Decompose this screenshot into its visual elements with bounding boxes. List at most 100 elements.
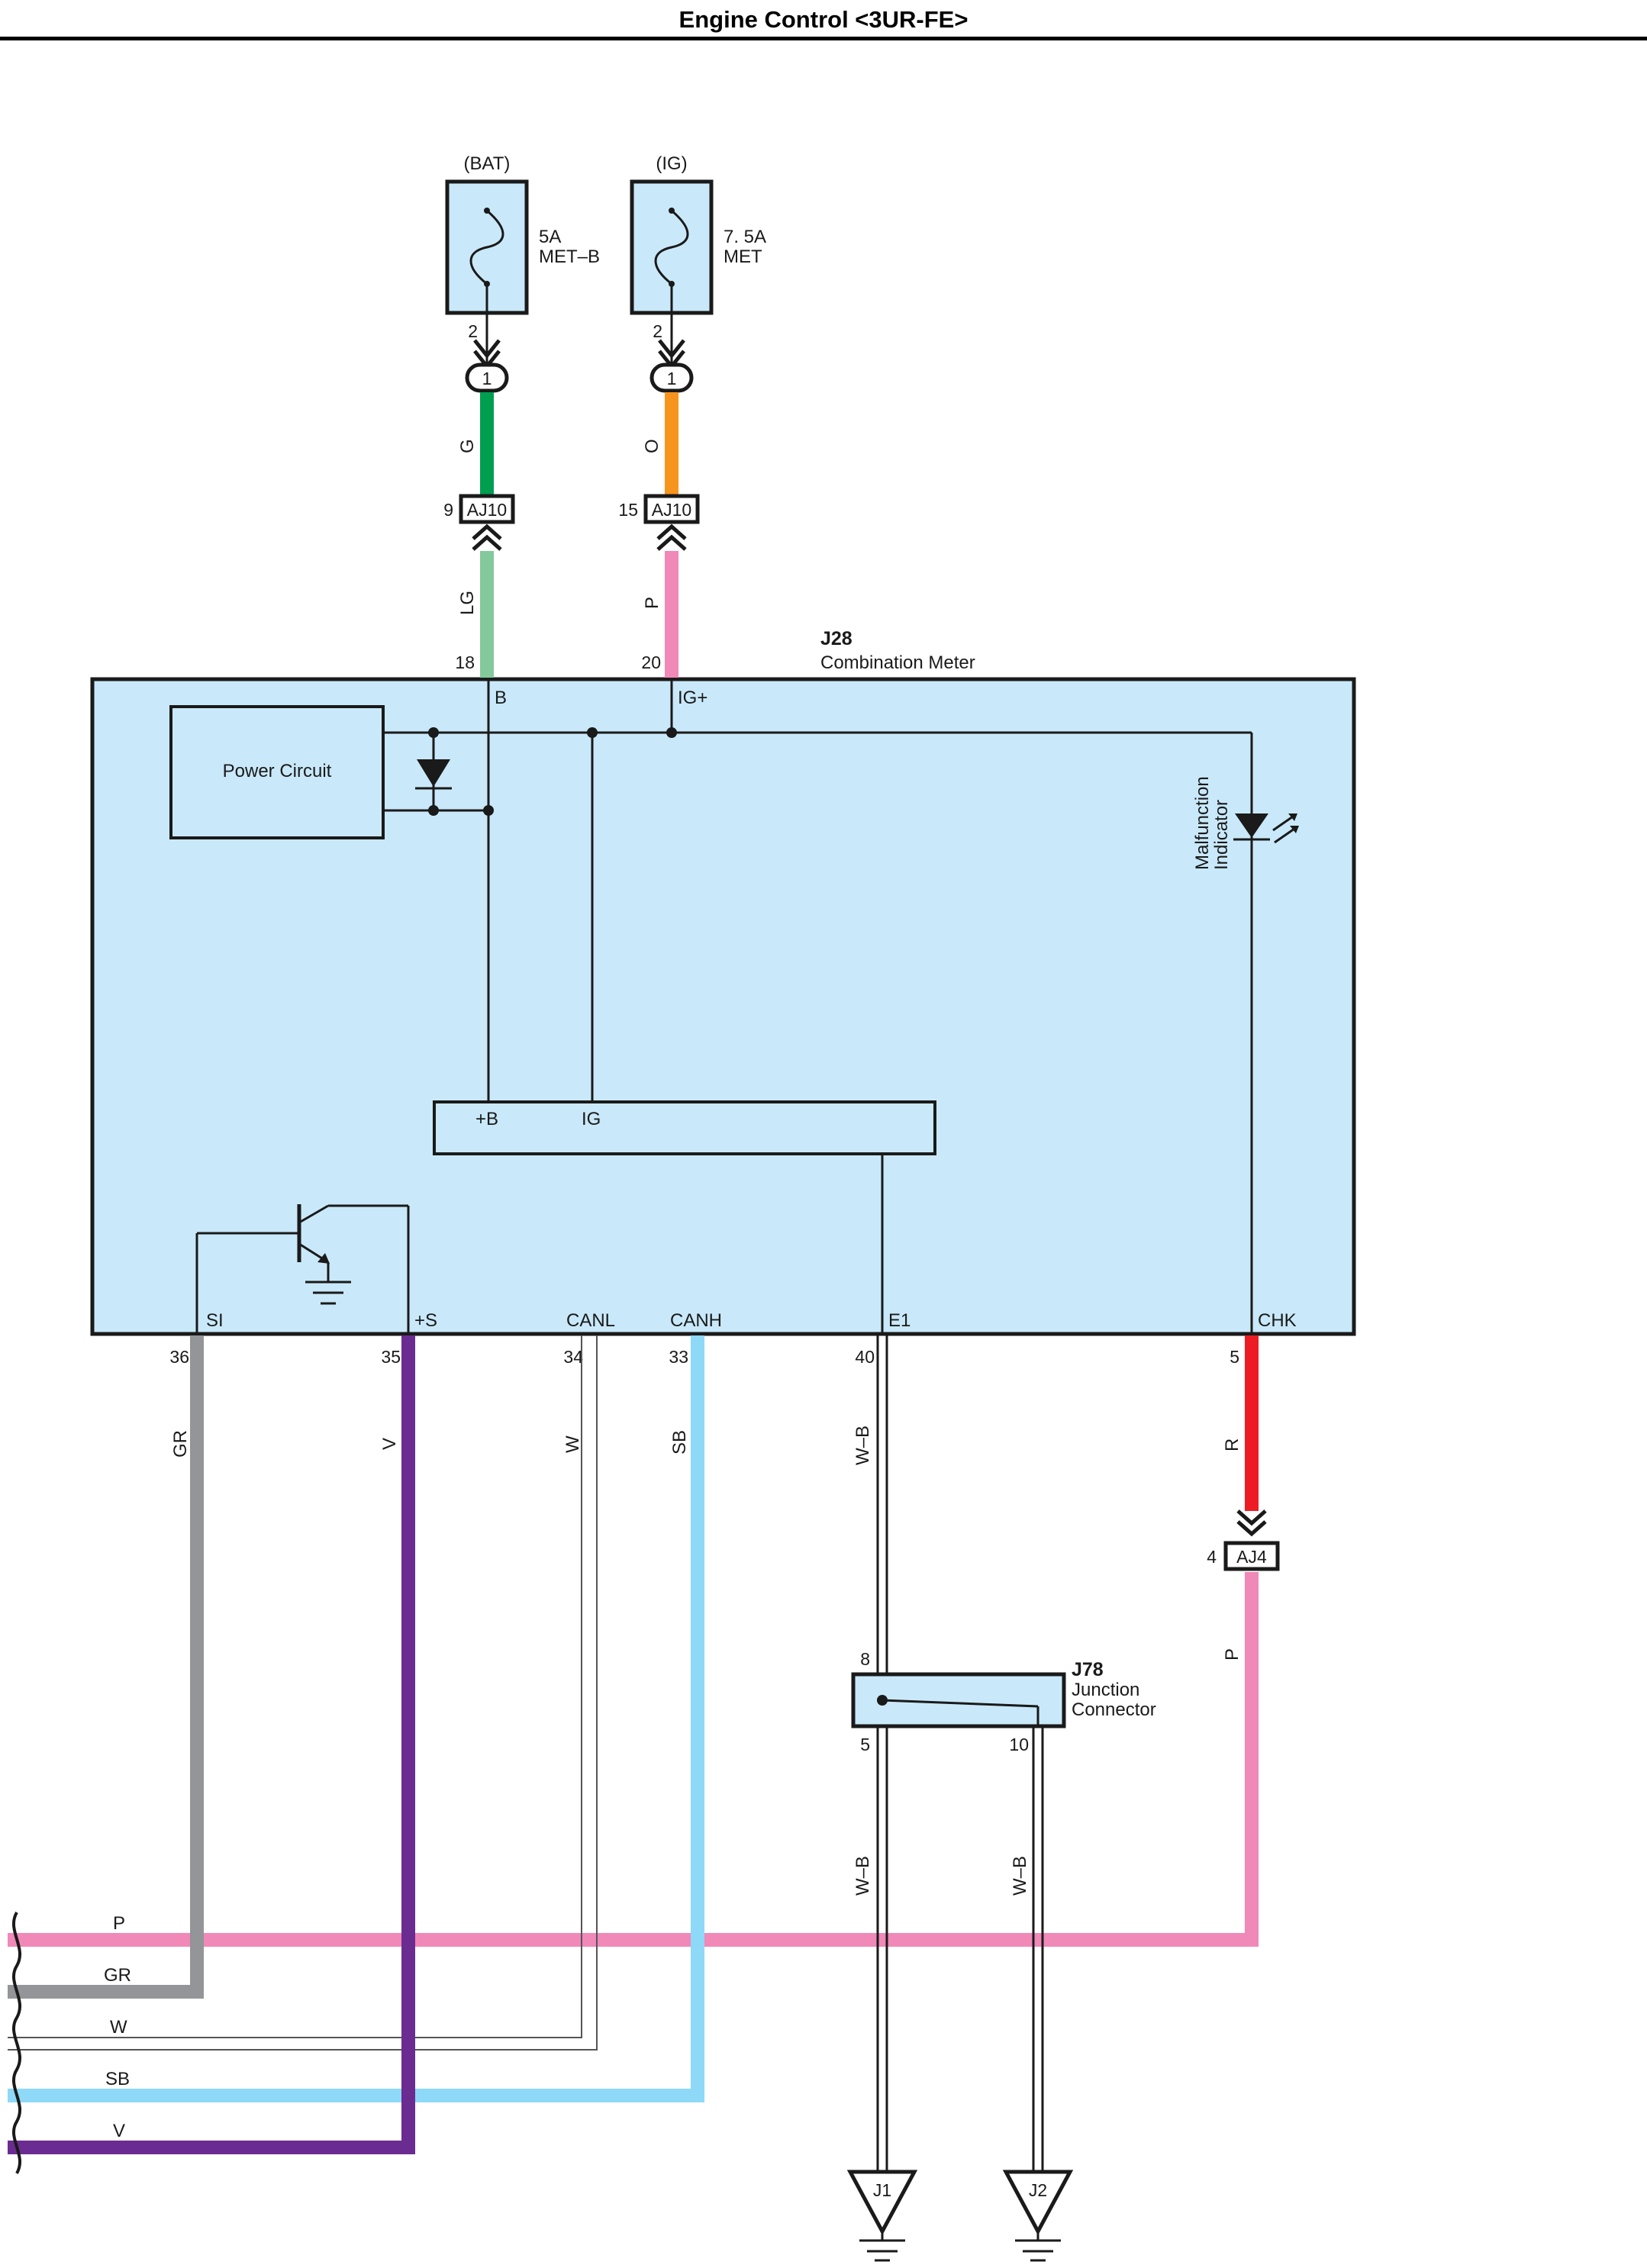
plug-connector-icon bbox=[465, 362, 509, 393]
connector-aj10-a-pin: 9 bbox=[443, 500, 453, 520]
terminal-canl: CANL bbox=[566, 1310, 615, 1331]
connector-arrow-icon bbox=[1236, 1509, 1267, 1537]
fuse-met-b-pin: 2 bbox=[468, 321, 478, 341]
ground-j2-icon bbox=[1002, 2170, 1074, 2236]
pin-33: 33 bbox=[669, 1347, 688, 1367]
combination-meter-box bbox=[90, 677, 1356, 1336]
led-ray-head bbox=[1290, 826, 1299, 833]
bus-label-v: V bbox=[113, 2121, 125, 2141]
junction-dot bbox=[877, 1695, 888, 1706]
fuse-met-rating: 7. 5A bbox=[724, 227, 766, 247]
connector-aj10-a bbox=[459, 494, 515, 524]
wire-label-gr: GR bbox=[170, 1430, 191, 1458]
fuse-met-b-rating: 5A bbox=[539, 227, 561, 247]
wire-w-outline bbox=[8, 1335, 582, 2038]
junction-line1: Junction bbox=[1072, 1680, 1139, 1700]
bus-label-gr: GR bbox=[104, 1965, 131, 1986]
pin-20: 20 bbox=[641, 652, 661, 672]
malfunction-indicator-icon bbox=[1235, 813, 1268, 838]
junction-pin-out-1: 5 bbox=[860, 1735, 870, 1754]
title-rule bbox=[0, 37, 1647, 40]
terminal-canh: CANH bbox=[670, 1310, 722, 1331]
wire-w-outline bbox=[8, 1335, 598, 2051]
power-circuit-block bbox=[169, 705, 385, 839]
fuse-met-b-source: (BAT) bbox=[464, 153, 511, 174]
led-ray bbox=[1274, 827, 1295, 844]
junction-dot bbox=[428, 805, 439, 816]
wire-v bbox=[8, 1335, 415, 2154]
connector-aj10-a-name: AJ10 bbox=[467, 500, 507, 520]
junction-pin-out-2: 10 bbox=[1009, 1735, 1029, 1754]
page-title: Engine Control <3UR-FE> bbox=[678, 6, 969, 33]
plug-pin: 1 bbox=[667, 369, 677, 388]
connector-aj10-b-pin: 15 bbox=[618, 500, 638, 520]
plug-pin: 1 bbox=[482, 369, 492, 388]
fuse-icon bbox=[469, 209, 504, 285]
malfunction-label-1: Malfunction bbox=[1192, 776, 1213, 870]
bus-label-p: P bbox=[113, 1913, 125, 1934]
connector-aj10-b-name: AJ10 bbox=[652, 500, 691, 520]
terminal-si: SI bbox=[206, 1310, 224, 1331]
diode-icon bbox=[417, 759, 450, 787]
pin-5: 5 bbox=[1230, 1347, 1239, 1367]
fuse-met-b-name: MET–B bbox=[539, 246, 600, 267]
bus-label-w: W bbox=[110, 2017, 127, 2038]
junction-pin-in: 8 bbox=[860, 1649, 870, 1669]
wire-break-mark bbox=[11, 1911, 22, 2175]
connector-aj10-b bbox=[643, 494, 700, 524]
wire-label-j2: W–B bbox=[1010, 1856, 1030, 1896]
wire-label-w: W bbox=[562, 1435, 583, 1453]
wire-p-bus bbox=[8, 1572, 1259, 1947]
terminal-chk: CHK bbox=[1258, 1310, 1297, 1331]
wire-label-sb: SB bbox=[669, 1430, 690, 1455]
wire-label-o: O bbox=[642, 439, 662, 453]
pin-18: 18 bbox=[455, 652, 475, 672]
wire-gr bbox=[8, 1335, 204, 1999]
meter-name: Combination Meter bbox=[820, 652, 975, 673]
inner-terminal-b: +B bbox=[475, 1109, 498, 1129]
wire-label-j1: W–B bbox=[853, 1856, 873, 1896]
junction-dot bbox=[428, 727, 439, 738]
meter-internal-block bbox=[433, 1100, 936, 1155]
malfunction-label-2: Indicator bbox=[1211, 800, 1232, 870]
pin-36: 36 bbox=[169, 1347, 189, 1367]
transistor-collector bbox=[298, 1204, 329, 1224]
junction-internal-line bbox=[882, 1699, 1039, 1708]
terminal-b: B bbox=[495, 688, 507, 708]
emitter-arrow bbox=[317, 1253, 330, 1264]
fuse-met-source: (IG) bbox=[656, 153, 687, 174]
fuse-met bbox=[630, 179, 714, 315]
connector-arrow-icon bbox=[472, 524, 502, 551]
terminal-plus-s: +S bbox=[414, 1310, 437, 1331]
pin-40: 40 bbox=[855, 1347, 875, 1367]
connector-aj4-pin: 4 bbox=[1207, 1547, 1217, 1567]
wire-label-e1: W–B bbox=[853, 1426, 873, 1465]
led-ray bbox=[1272, 815, 1294, 832]
wire-label-g: G bbox=[457, 439, 478, 453]
pin-35: 35 bbox=[381, 1347, 401, 1367]
connector-aj4 bbox=[1223, 1541, 1280, 1571]
terminal-e1: E1 bbox=[888, 1310, 911, 1331]
ground-j1-label: J1 bbox=[873, 2180, 891, 2200]
led-ray-head bbox=[1288, 813, 1297, 821]
wire-sb bbox=[8, 1335, 704, 2102]
fuse-met-name: MET bbox=[724, 246, 762, 267]
wire-label-p-chk: P bbox=[1222, 1648, 1243, 1661]
wire-label-lg: LG bbox=[457, 591, 478, 615]
connector-aj4-name: AJ4 bbox=[1236, 1547, 1267, 1567]
wire-label-r: R bbox=[1222, 1438, 1243, 1451]
junction-line2: Connector bbox=[1072, 1699, 1156, 1720]
connector-arrow-icon bbox=[656, 524, 687, 551]
fuse-met-b bbox=[445, 179, 529, 315]
meter-id: J28 bbox=[820, 628, 853, 649]
ground-j2-label: J2 bbox=[1029, 2180, 1047, 2200]
junction-id: J78 bbox=[1072, 1659, 1104, 1680]
wire-label-p-top: P bbox=[642, 597, 662, 609]
pin-34: 34 bbox=[563, 1347, 583, 1367]
plug-connector-icon bbox=[649, 362, 694, 393]
fuse-icon bbox=[654, 209, 689, 285]
bus-label-sb: SB bbox=[105, 2069, 130, 2089]
terminal-igplus: IG+ bbox=[678, 688, 707, 708]
inner-terminal-ig: IG bbox=[582, 1109, 601, 1129]
